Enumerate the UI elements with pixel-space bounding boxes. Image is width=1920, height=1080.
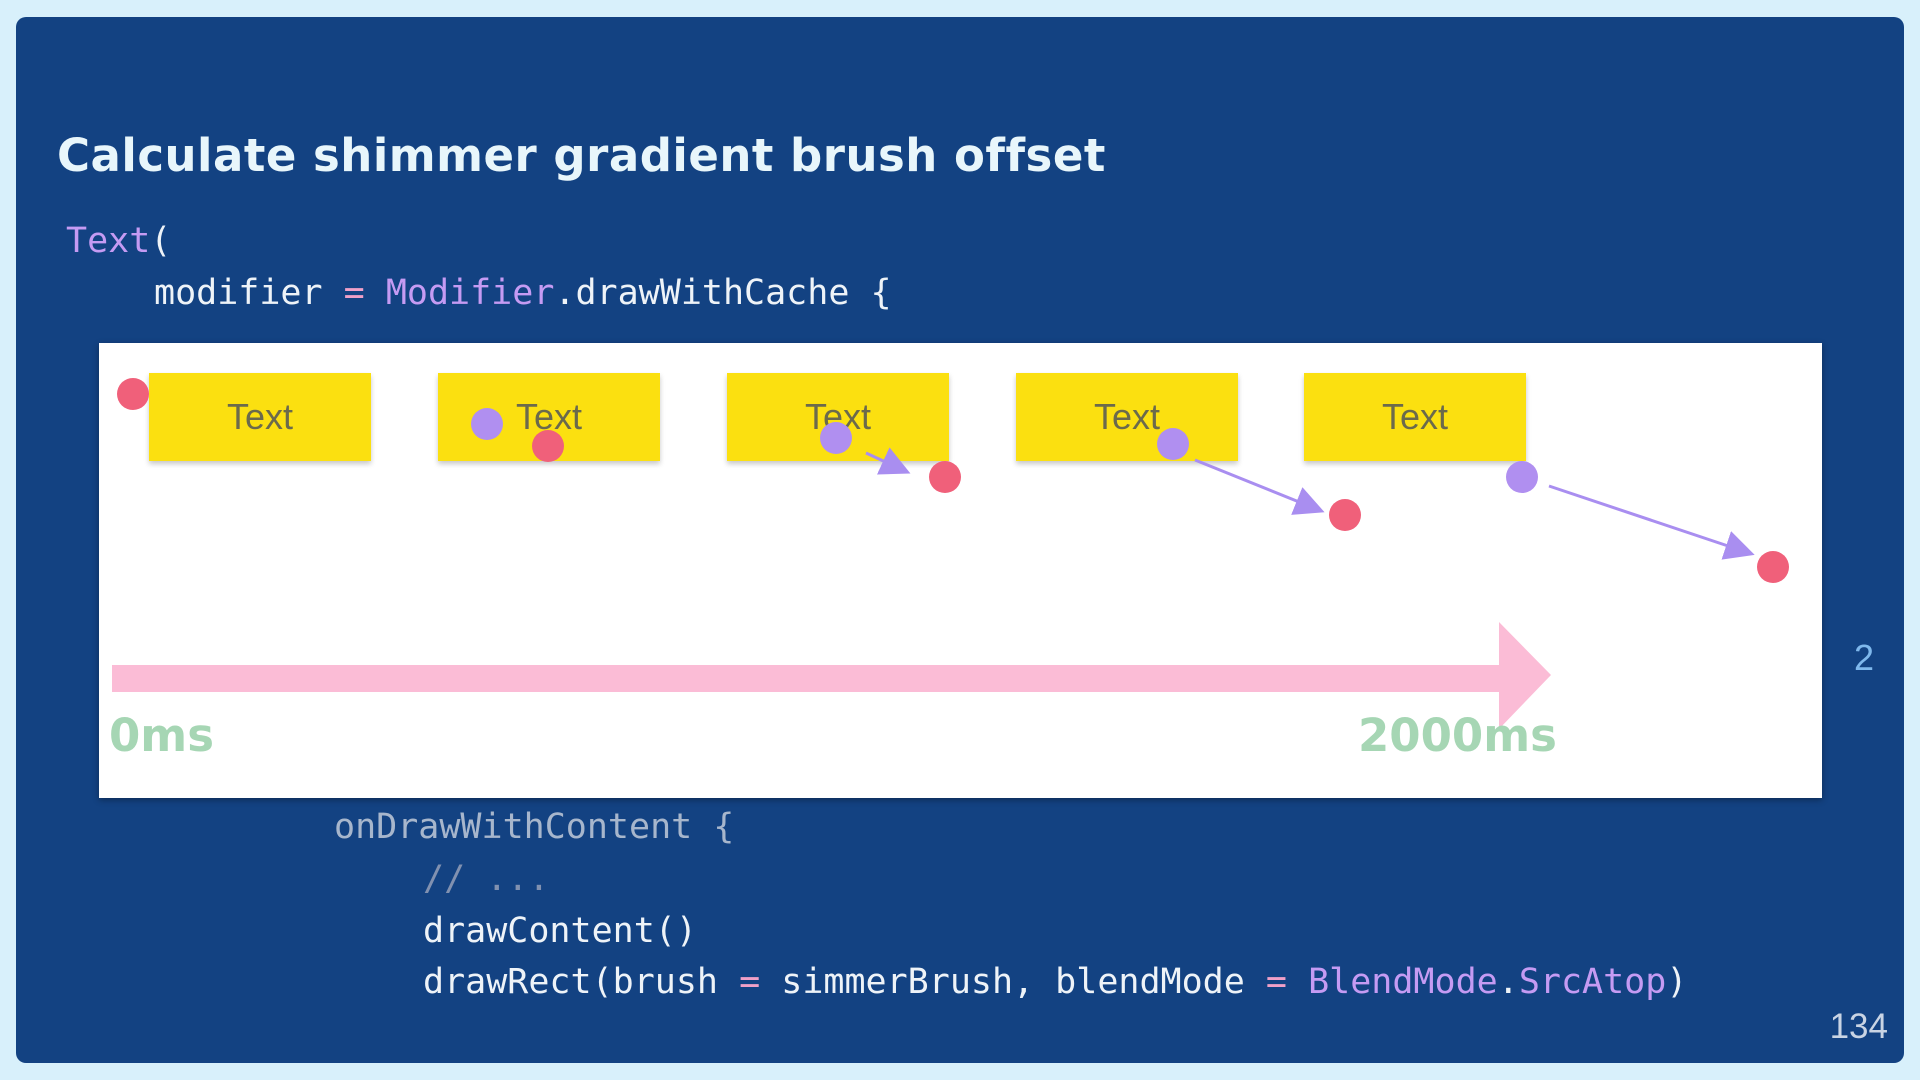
gradient-start-dot — [1757, 551, 1789, 583]
timeline-arrow — [112, 622, 1551, 729]
code-token: = — [1265, 962, 1287, 1002]
text-box-4: Text — [1016, 373, 1238, 461]
code-token: drawContent() — [423, 911, 697, 951]
gradient-start-dot — [929, 461, 961, 493]
code-token: BlendMode — [1308, 962, 1498, 1002]
gradient-end-dot — [820, 422, 852, 454]
code-line-4: // ... — [423, 859, 549, 899]
slide-title: Calculate shimmer gradient brush offset — [57, 129, 1106, 182]
offset-arrow-3 — [1548, 484, 1755, 560]
offset-arrow-1 — [865, 447, 911, 475]
code-token: = — [343, 273, 365, 313]
code-token: ( — [150, 221, 172, 261]
gradient-start-dot — [117, 378, 149, 410]
code-line-2: modifier = Modifier.drawWithCache { — [154, 273, 892, 313]
code-token: simmerBrush, blendMode — [781, 962, 1245, 1002]
code-token: Text — [66, 221, 151, 261]
code-token: onDrawWithContent { — [334, 807, 735, 847]
code-line-3: onDrawWithContent { — [334, 807, 734, 847]
code-token: modifier — [154, 273, 323, 313]
code-token: .drawWithCache { — [554, 273, 892, 313]
gradient-start-dot — [1329, 499, 1361, 531]
side-line-number: 2 — [1854, 637, 1875, 678]
code-line-1: Text( — [66, 221, 171, 261]
text-box-5: Text — [1304, 373, 1526, 461]
gradient-end-dot — [1157, 428, 1189, 460]
code-token: Modifier — [385, 273, 555, 313]
timeline-end-label: 2000ms — [1358, 709, 1557, 762]
shimmer-diagram-panel: Text Text Text Text Text 0ms — [99, 343, 1822, 798]
text-box-1: Text — [149, 373, 371, 461]
timeline-start-label: 0ms — [109, 709, 214, 762]
gradient-end-dot — [1506, 461, 1538, 493]
code-line-5: drawContent() — [423, 911, 697, 951]
text-box-label: Text — [226, 396, 294, 437]
code-token: ) — [1666, 962, 1688, 1002]
slide: Calculate shimmer gradient brush offset … — [16, 17, 1904, 1063]
code-token: drawRect(brush — [423, 962, 719, 1002]
code-block: Text( modifier = Modifier.drawWithCache … — [16, 17, 1904, 1063]
gradient-start-dot — [532, 430, 564, 462]
code-token: SrcAtop — [1518, 962, 1667, 1002]
code-token: . — [1497, 962, 1519, 1002]
diagram-overlay — [112, 378, 1789, 729]
gradient-end-dot — [471, 408, 503, 440]
offset-arrow-2 — [1194, 458, 1325, 515]
code-line-6: drawRect(brush = simmerBrush, blendMode … — [423, 962, 1687, 1002]
code-token: // ... — [423, 859, 550, 899]
slide-page-number: 134 — [1829, 1007, 1888, 1046]
text-box-label: Text — [1381, 396, 1449, 437]
text-box-label: Text — [1093, 396, 1161, 437]
code-token: = — [739, 962, 761, 1002]
